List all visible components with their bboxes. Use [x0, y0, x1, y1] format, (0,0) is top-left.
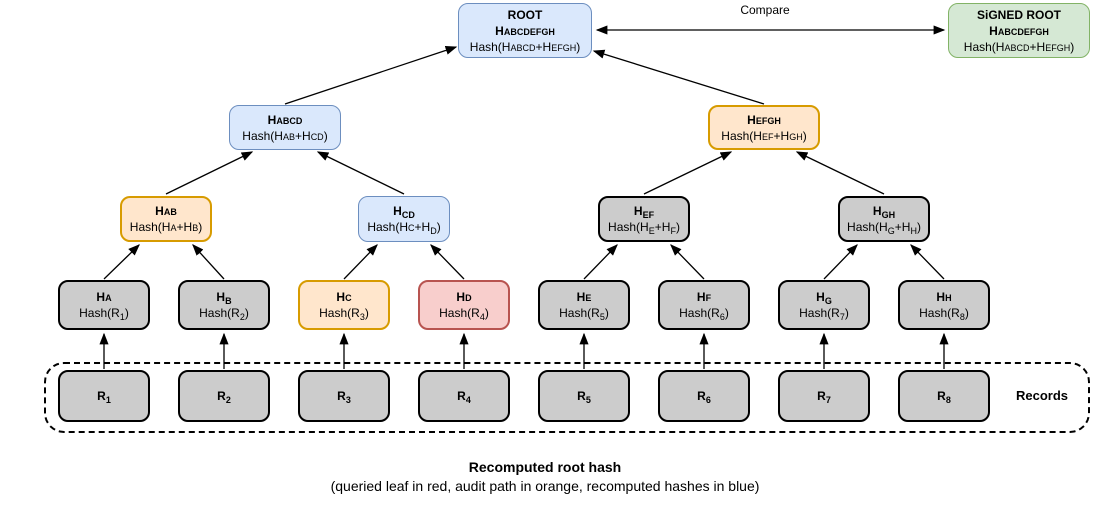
node-r-1: R1 — [58, 370, 150, 422]
caption-title: Recomputed root hash — [468, 459, 622, 475]
edge-h-f-to-h-ef — [670, 244, 705, 280]
edge-h-d-to-h-cd — [430, 244, 465, 280]
edge-h-ef-to-h-efgh — [643, 151, 733, 195]
edge-h-c-to-h-cd — [343, 244, 378, 280]
edge-h-ab-to-h-abcd — [165, 151, 254, 195]
node-r-8: R8 — [898, 370, 990, 422]
node-r-5: R5 — [538, 370, 630, 422]
edge-h-gh-to-h-efgh — [795, 151, 885, 195]
edge-h-b-to-h-ab — [192, 244, 225, 280]
edge-h-a-to-h-ab — [103, 244, 140, 280]
edge-h-e-to-h-ef — [583, 244, 618, 280]
node-r-7: R7 — [778, 370, 870, 422]
records-group-outline — [44, 362, 1090, 433]
edge-h-g-to-h-gh — [823, 244, 858, 280]
caption: Recomputed root hash (queried leaf in re… — [195, 458, 895, 496]
node-r-6: R6 — [658, 370, 750, 422]
records-label: Records — [1015, 388, 1069, 403]
edge-h-abcd-to-root — [284, 45, 458, 105]
node-r-3: R3 — [298, 370, 390, 422]
edge-h-efgh-to-root — [592, 49, 765, 105]
edge-h-h-to-h-gh — [910, 244, 945, 280]
edge-h-cd-to-h-abcd — [316, 151, 405, 195]
compare-label: Compare — [740, 3, 790, 17]
caption-subtitle: (queried leaf in red, audit path in oran… — [330, 478, 760, 494]
node-r-2: R2 — [178, 370, 270, 422]
node-r-4: R4 — [418, 370, 510, 422]
